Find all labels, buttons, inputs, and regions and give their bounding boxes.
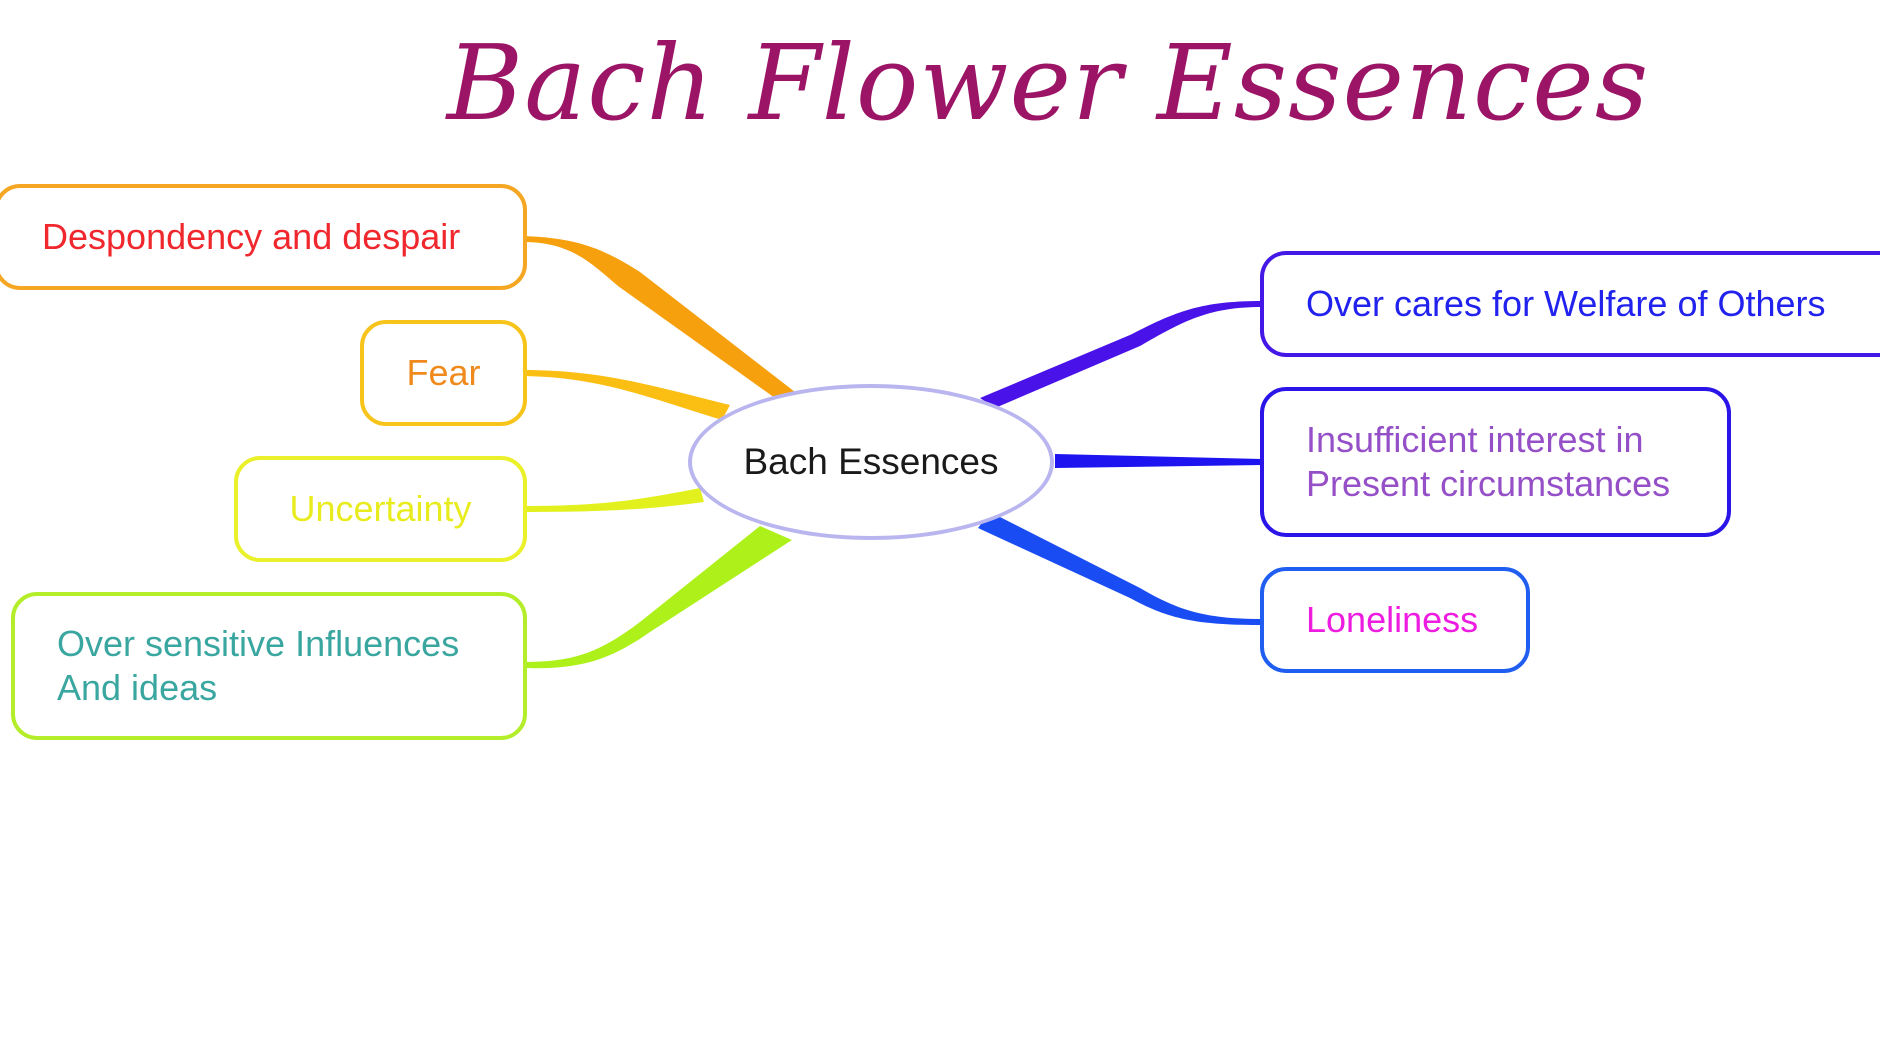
branch-oversensitive: [523, 526, 792, 669]
node-uncertainty[interactable]: Uncertainty: [234, 456, 527, 562]
center-node-label: Bach Essences: [743, 441, 999, 482]
node-loneliness[interactable]: Loneliness: [1260, 567, 1530, 673]
branch-uncertainty: [523, 488, 704, 512]
node-oversensitive-label: Over sensitive Influences And ideas: [57, 623, 460, 708]
branch-fear: [523, 370, 730, 420]
diagram-title: Bach Flower Essences: [446, 22, 1650, 144]
branch-despondency: [523, 236, 795, 398]
node-uncertainty-label: Uncertainty: [289, 488, 472, 529]
node-insufficient[interactable]: Insufficient interest in Present circums…: [1260, 387, 1731, 537]
node-over-cares-label: Over cares for Welfare of Others: [1306, 283, 1826, 324]
node-loneliness-label: Loneliness: [1306, 599, 1479, 640]
node-despondency-label: Despondency and despair: [42, 216, 461, 257]
branch-loneliness: [978, 512, 1262, 625]
branch-over-cares: [980, 301, 1262, 408]
node-over-cares[interactable]: Over cares for Welfare of Others: [1260, 251, 1880, 357]
branch-insufficient: [1055, 454, 1262, 468]
node-insufficient-label: Insufficient interest in Present circums…: [1306, 419, 1671, 504]
center-node[interactable]: Bach Essences: [688, 384, 1054, 540]
node-fear[interactable]: Fear: [360, 320, 527, 426]
node-despondency[interactable]: Despondency and despair: [0, 184, 527, 290]
node-oversensitive[interactable]: Over sensitive Influences And ideas: [11, 592, 527, 740]
node-fear-label: Fear: [406, 352, 481, 393]
